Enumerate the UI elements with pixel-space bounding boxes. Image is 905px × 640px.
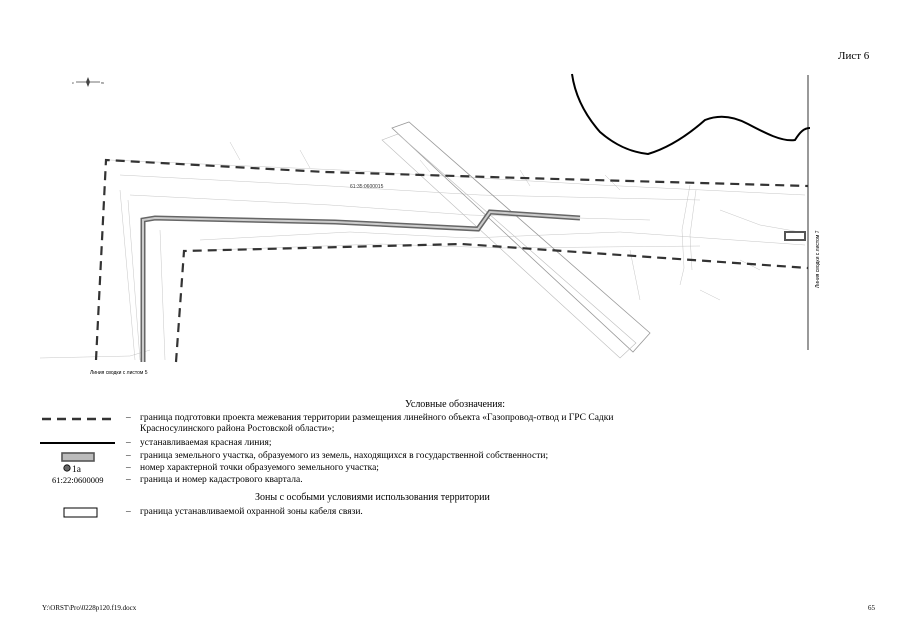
legend-text-land-plot: граница земельного участка, образуемого … xyxy=(140,451,549,461)
legend-text-boundary-cont: Красносулинского района Ростовской облас… xyxy=(140,424,335,434)
project-boundary-lower xyxy=(174,242,809,363)
sheet-label: Лист 6 xyxy=(838,50,870,62)
legend-text-cadastral: граница и номер кадастрового квартала. xyxy=(140,475,303,485)
legend-text-boundary: граница подготовки проекта межевания тер… xyxy=(140,413,614,423)
protection-zone-boundary xyxy=(391,121,651,353)
svg-text:ю: ю xyxy=(101,80,104,85)
page-number: 65 xyxy=(868,604,875,612)
legend-text-point: номер характерной точки образуемого земе… xyxy=(140,463,379,473)
dashed-boundary-symbol-icon xyxy=(42,417,115,421)
survey-map: с ю 61:35:0600015 xyxy=(39,73,821,376)
cadastral-symbol-label: 61:22:0600009 xyxy=(52,475,104,485)
land-plot-boundary xyxy=(140,209,806,362)
project-boundary xyxy=(94,158,809,361)
red-line xyxy=(571,73,811,156)
match-line-right-label: Линия сводки с листом 7 xyxy=(815,230,821,288)
cadastral-quarter-label: 61:35:0600015 xyxy=(350,184,384,190)
footer-file-path: Y:\ORST\Pro\0228p120.f19.docx xyxy=(42,604,137,612)
legend-title: Условные обозначения: xyxy=(405,399,506,410)
point-marker-symbol: 1а xyxy=(62,463,81,476)
red-line-symbol-icon xyxy=(40,442,115,444)
match-line-left-label: Линия сводки с листом 5 xyxy=(90,370,148,376)
point-marker-icon xyxy=(63,464,71,472)
legend-text-red-line: устанавливаемая красная линия; xyxy=(140,438,272,448)
land-plot-symbol-icon xyxy=(61,452,95,462)
north-arrow-icon: с ю xyxy=(72,77,104,87)
legend-text-protection-zone: граница устанавливаемой охранной зоны ка… xyxy=(140,507,363,517)
protection-zone-symbol-icon xyxy=(63,507,98,518)
svg-text:с: с xyxy=(72,80,74,85)
zones-title: Зоны с особыми условиями использования т… xyxy=(255,492,490,503)
protection-zone-inner xyxy=(381,133,637,359)
